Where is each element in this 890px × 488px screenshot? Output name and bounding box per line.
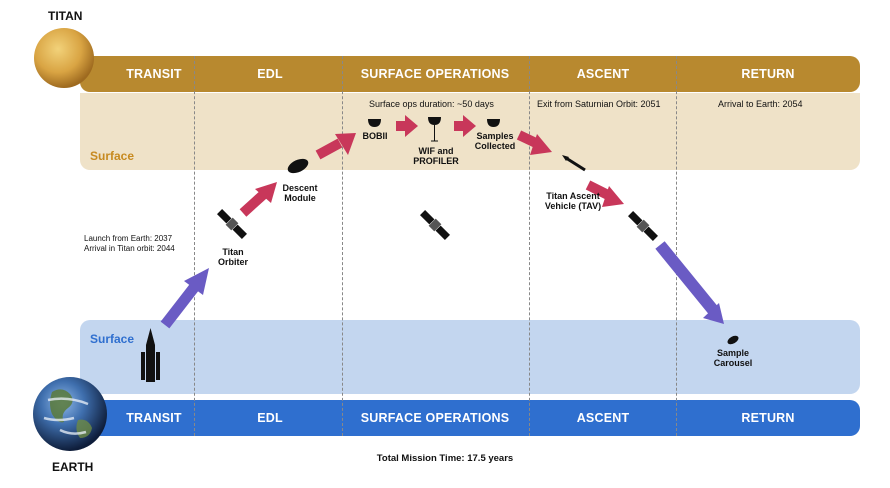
earth-phase-return: RETURN: [741, 411, 795, 425]
earth-surface-band: [80, 320, 860, 394]
samples-collected-label-line1: Samples: [476, 131, 514, 141]
titan-planet-icon: [34, 28, 94, 88]
arrow-bobii-to-wif: [396, 115, 418, 137]
earth-phase-bar: TRANSIT EDL SURFACE OPERATIONS ASCENT RE…: [80, 400, 860, 436]
samples-collected-icon: [487, 119, 500, 127]
arrow-samples-to-tav: [516, 130, 552, 155]
wif-profiler-label-line2: PROFILER: [413, 156, 459, 166]
wif-profiler-icon: [428, 117, 441, 142]
earth-surface-label: Surface: [90, 332, 135, 346]
launch-rocket-icon: [141, 328, 160, 382]
titan-surface-band: [80, 93, 860, 170]
titan-label: TITAN: [48, 9, 83, 23]
descent-module-label: Descent Module: [274, 183, 326, 203]
titan-orbiter-label-line1: Titan: [222, 247, 244, 257]
divider-edl-surface: [342, 56, 343, 436]
arrow-launch-to-orbit: [160, 268, 209, 329]
titan-phase-surface-ops: SURFACE OPERATIONS: [360, 67, 510, 81]
titan-phase-ascent: ASCENT: [576, 67, 630, 81]
arrow-orbiter-to-descent: [239, 182, 277, 217]
orbiter-relay-icon: [418, 208, 452, 242]
arrow-tav-to-orbit: [585, 180, 624, 207]
tav-label: Titan Ascent Vehicle (TAV): [536, 191, 610, 211]
earth-label: EARTH: [52, 460, 94, 474]
wif-profiler-label-line1: WIF and: [418, 146, 454, 156]
earth-phase-transit: TRANSIT: [126, 411, 182, 425]
arrival-earth-note: Arrival to Earth: 2054: [718, 99, 803, 109]
bobii-icon: [368, 119, 381, 127]
arrow-wif-to-samples: [454, 115, 476, 137]
earth-phase-edl: EDL: [257, 411, 283, 425]
arrow-return-to-earth: [655, 241, 724, 324]
divider-ascent-return: [676, 56, 677, 436]
sample-carousel-icon: [727, 335, 739, 345]
tav-rocket-icon: [562, 155, 586, 172]
wif-profiler-label: WIF and PROFILER: [408, 146, 464, 166]
titan-orbiter-label-line2: Orbiter: [217, 257, 248, 267]
earth-phase-surface-ops: SURFACE OPERATIONS: [360, 411, 510, 425]
samples-collected-label: Samples Collected: [466, 131, 524, 151]
exit-saturn-note: Exit from Saturnian Orbit: 2051: [537, 99, 661, 109]
titan-phase-edl: EDL: [257, 67, 283, 81]
tav-label-line1: Titan Ascent: [546, 191, 600, 201]
samples-collected-label-line2: Collected: [474, 141, 516, 151]
divider-surface-ascent: [529, 56, 530, 436]
arrow-descent-to-bobii: [315, 133, 356, 160]
titan-surface-label: Surface: [90, 149, 135, 163]
sample-carousel-label-line2: Carousel: [713, 358, 753, 368]
total-mission-time: Total Mission Time: 17.5 years: [376, 453, 514, 464]
surface-ops-duration-note: Surface ops duration: ~50 days: [369, 99, 494, 109]
titan-phase-transit: TRANSIT: [126, 67, 182, 81]
return-orbiter-icon: [626, 209, 660, 243]
divider-transit-edl: [194, 56, 195, 436]
descent-module-label-line2: Module: [284, 193, 316, 203]
tav-label-line2: Vehicle (TAV): [544, 201, 602, 211]
earth-planet-icon: [33, 377, 107, 451]
titan-orbiter-icon: [215, 207, 249, 241]
titan-phase-bar: TRANSIT EDL SURFACE OPERATIONS ASCENT RE…: [80, 56, 860, 92]
bobii-label: BOBII: [362, 131, 388, 141]
sample-carousel-label: Sample Carousel: [705, 348, 761, 368]
arrival-titan-note: Arrival in Titan orbit: 2044: [84, 244, 175, 253]
earth-phase-ascent: ASCENT: [576, 411, 630, 425]
sample-carousel-label-line1: Sample: [716, 348, 749, 358]
launch-note: Launch from Earth: 2037: [84, 234, 173, 243]
descent-module-icon: [287, 158, 309, 174]
descent-module-label-line1: Descent: [282, 183, 318, 193]
titan-orbiter-label: Titan Orbiter: [208, 247, 258, 267]
titan-phase-return: RETURN: [741, 67, 795, 81]
